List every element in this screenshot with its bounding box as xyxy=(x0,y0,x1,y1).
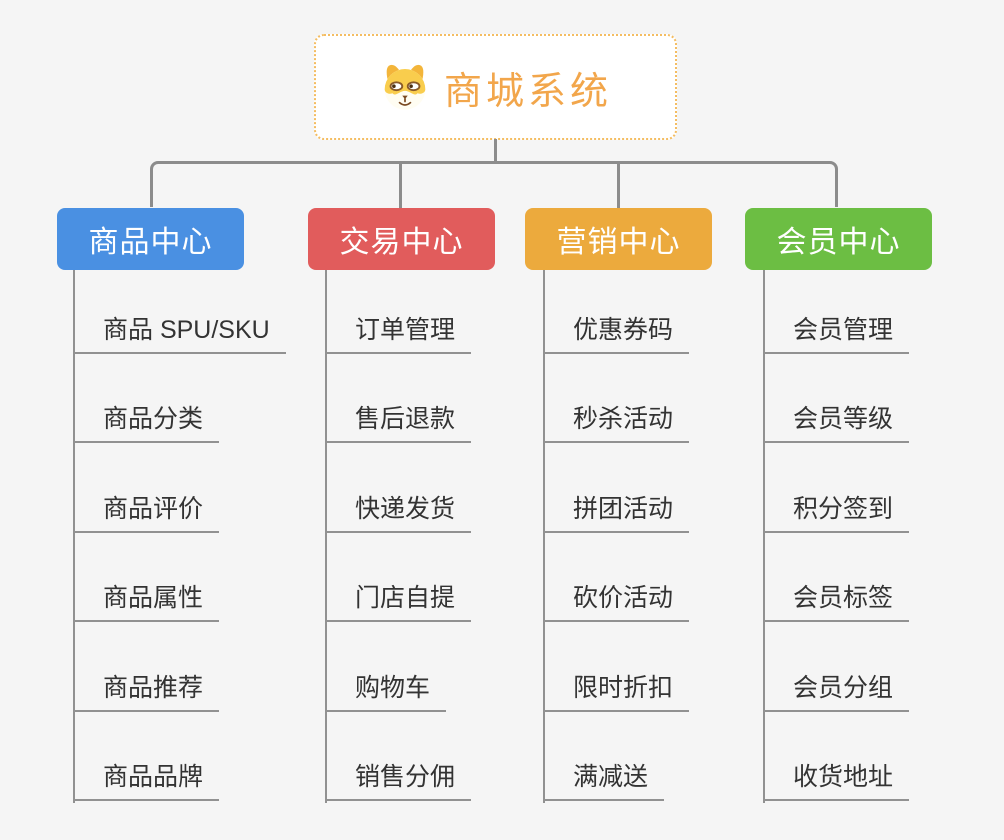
branch-node-product-center[interactable]: 商品中心 xyxy=(57,208,244,270)
subtopic-node[interactable]: 商品 SPU/SKU xyxy=(73,310,286,354)
subtopic-node[interactable]: 满减送 xyxy=(543,757,665,801)
branch-trunk-line xyxy=(543,270,545,803)
branch-trunk-line xyxy=(325,270,327,803)
branch-label: 会员中心 xyxy=(776,226,901,259)
subtopic-node[interactable]: 商品评价 xyxy=(73,489,220,533)
subtopic-node[interactable]: 拼团活动 xyxy=(543,489,690,533)
branch-node-member-center[interactable]: 会员中心 xyxy=(745,208,932,270)
subtopic-node[interactable]: 积分签到 xyxy=(763,489,910,533)
subtopic-node[interactable]: 商品品牌 xyxy=(73,757,220,801)
subtopic-node[interactable]: 商品推荐 xyxy=(73,668,220,712)
subtopic-node[interactable]: 会员管理 xyxy=(763,310,910,354)
branch-node-marketing-center[interactable]: 营销中心 xyxy=(525,208,712,270)
connector-branch-stub xyxy=(399,163,402,208)
root-node[interactable]: 商城系统 xyxy=(314,34,677,140)
branch-trunk-line xyxy=(73,270,75,803)
branch-label: 营销中心 xyxy=(556,226,681,259)
subtopic-node[interactable]: 快递发货 xyxy=(325,489,472,533)
subtopic-node[interactable]: 售后退款 xyxy=(325,399,472,443)
subtopic-node[interactable]: 秒杀活动 xyxy=(543,399,690,443)
subtopic-node[interactable]: 订单管理 xyxy=(325,310,472,354)
subtopic-node[interactable]: 收货地址 xyxy=(763,757,910,801)
branch-label: 商品中心 xyxy=(88,226,213,259)
dog-face-icon xyxy=(384,64,426,110)
connector-root-stub xyxy=(494,139,497,163)
subtopic-node[interactable]: 会员标签 xyxy=(763,578,910,622)
subtopic-node[interactable]: 商品分类 xyxy=(73,399,220,443)
subtopic-node[interactable]: 销售分佣 xyxy=(325,757,472,801)
connector-bus-line xyxy=(150,161,838,207)
subtopic-node[interactable]: 优惠券码 xyxy=(543,310,690,354)
subtopic-node[interactable]: 会员等级 xyxy=(763,399,910,443)
subtopic-node[interactable]: 限时折扣 xyxy=(543,668,690,712)
subtopic-node[interactable]: 会员分组 xyxy=(763,668,910,712)
branch-label: 交易中心 xyxy=(339,226,464,259)
subtopic-node[interactable]: 砍价活动 xyxy=(543,578,690,622)
root-title: 商城系统 xyxy=(443,70,612,113)
connector-branch-stub xyxy=(617,163,620,208)
subtopic-node[interactable]: 购物车 xyxy=(325,668,447,712)
subtopic-node[interactable]: 门店自提 xyxy=(325,578,472,622)
branch-node-trade-center[interactable]: 交易中心 xyxy=(308,208,495,270)
subtopic-node[interactable]: 商品属性 xyxy=(73,578,220,622)
branch-trunk-line xyxy=(763,270,765,803)
